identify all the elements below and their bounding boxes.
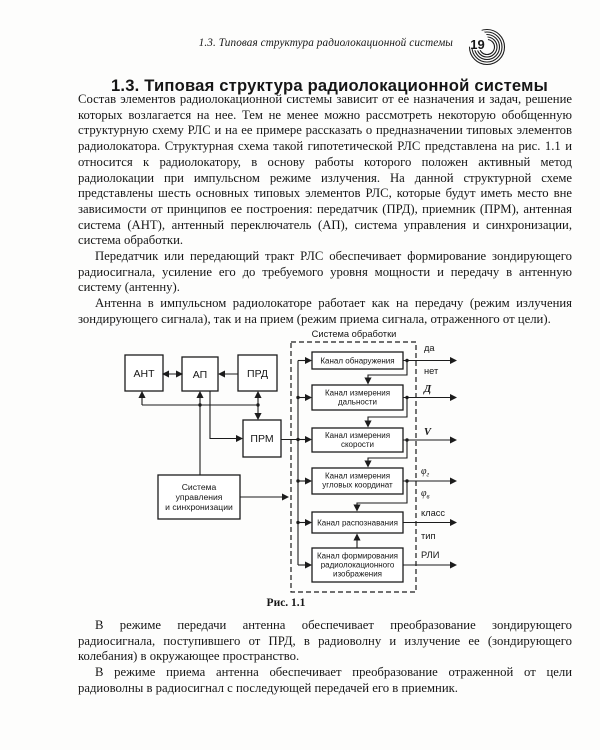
ant-label: АНТ — [134, 368, 156, 380]
paragraph: Передатчик или передающий тракт РЛС обес… — [78, 249, 572, 295]
paragraph: Состав элементов радиолокационной систем… — [78, 92, 572, 248]
sync-system-box: Система управления и синхронизации — [157, 474, 241, 520]
running-title: 1.3. Типовая структура радиолокационной … — [198, 37, 453, 49]
output-label-range: Д — [423, 384, 432, 395]
page-number-background — [467, 29, 488, 51]
processing-system-label: Система обработки — [312, 329, 397, 339]
processing-system-dashed-box — [290, 341, 417, 593]
recognition-channel-label: Канал распознавания — [317, 519, 398, 528]
prd-label: ПРД — [247, 368, 268, 380]
angle-channel-label-line2: угловых координат — [322, 481, 393, 490]
image-channel-label-line1: Канал формирования — [317, 552, 398, 561]
output-label-yes: да — [424, 343, 435, 353]
figure-caption: Рис. 1.1 — [267, 597, 306, 609]
angle-channel-label-line1: Канал измерения — [325, 472, 390, 481]
page-title: 1.3. Типовая структура радиолокационной … — [111, 76, 548, 96]
velocity-channel-label-line2: скорости — [341, 440, 374, 449]
detection-channel-label: Канал обнаружения — [320, 357, 394, 366]
image-channel-box: Канал формирования радиолокационного изо… — [311, 547, 404, 583]
body-text-bottom: В режиме передачи антенна обеспечивает п… — [78, 618, 572, 697]
output-label-type: тип — [421, 531, 436, 541]
sync-label-line3: и синхронизации — [165, 502, 233, 512]
ap-box: АП — [181, 356, 219, 392]
output-label-azimuth: φг — [421, 466, 430, 479]
output-label-no: нет — [424, 366, 439, 376]
range-channel-label-line1: Канал измерения — [325, 389, 390, 398]
image-channel-label-line2: радиолокационного — [321, 561, 395, 570]
prm-box: ПРМ — [242, 419, 282, 458]
body-text-top: Состав элементов радиолокационной систем… — [78, 92, 572, 328]
sync-label-line2: управления — [176, 492, 223, 502]
angle-channel-box: Канал измерения угловых координат — [311, 467, 404, 495]
ap-label: АП — [193, 369, 207, 381]
recognition-channel-box: Канал распознавания — [311, 511, 404, 534]
paragraph: В режиме передачи антенна обеспечивает п… — [78, 618, 572, 664]
output-label-elevation: φв — [421, 488, 430, 501]
velocity-channel-box: Канал измерения скорости — [311, 427, 404, 453]
ant-box: АНТ — [124, 354, 164, 392]
paragraph: В режиме приема антенна обеспечивает пре… — [78, 665, 572, 695]
velocity-channel-label-line1: Канал измерения — [325, 431, 390, 440]
range-channel-label-line2: дальности — [338, 398, 377, 407]
output-label-class: класс — [421, 508, 445, 518]
range-channel-box: Канал измерения дальности — [311, 384, 404, 411]
prd-box: ПРД — [237, 354, 278, 392]
sync-label-line1: Система — [182, 482, 217, 492]
prm-label: ПРМ — [250, 433, 273, 445]
output-label-velocity: V — [424, 427, 432, 438]
page-number: 19 — [470, 37, 484, 52]
paragraph: Антенна в импульсном радиолокаторе работ… — [78, 296, 572, 326]
connection-lines — [138, 356, 458, 569]
output-label-rli: РЛИ — [421, 550, 439, 560]
page-number-badge: 19 — [467, 28, 506, 66]
output-labels: да нет Д V φг φв класс тип РЛИ — [421, 343, 445, 560]
image-channel-label-line3: изображения — [333, 570, 382, 579]
detection-channel-box: Канал обнаружения — [311, 351, 404, 370]
